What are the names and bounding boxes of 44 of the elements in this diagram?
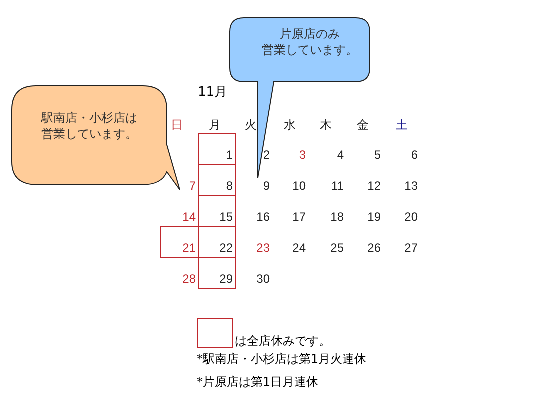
date-number: 17 [292, 210, 306, 224]
date-number: 7 [188, 179, 196, 193]
date-number: 28 [182, 272, 196, 286]
date-number: 12 [366, 179, 381, 193]
weekday-header: 水 [283, 118, 297, 132]
callout-text: 片原店のみ営業しています。 [261, 26, 359, 58]
weekday-header: 月 [208, 118, 222, 132]
date-number: 29 [218, 272, 233, 286]
speech-bubble [12, 86, 182, 192]
date-number: 21 [182, 241, 196, 255]
date-number: 3 [298, 148, 306, 162]
weekday-header: 木 [319, 118, 333, 132]
weekday-header: 金 [356, 118, 370, 132]
date-number: 1 [225, 148, 233, 162]
weekday-header: 土 [395, 118, 409, 132]
note-text: *片原店は第1日月連休 [197, 375, 319, 389]
date-number: 24 [292, 241, 306, 255]
callout-text: 駅南店・小杉店は営業しています。 [40, 110, 138, 142]
date-number: 5 [373, 148, 381, 162]
date-number: 13 [404, 179, 418, 193]
date-number: 8 [225, 179, 233, 193]
legend-text: は全店休みです。 [235, 334, 331, 348]
date-number: 4 [336, 148, 344, 162]
date-number: 9 [262, 179, 270, 193]
weekday-header: 火 [244, 118, 258, 132]
date-number: 30 [256, 272, 270, 286]
date-number: 23 [256, 241, 270, 255]
date-number: 11 [330, 179, 344, 193]
date-number: 18 [330, 210, 344, 224]
date-number: 26 [366, 241, 381, 255]
date-number: 6 [410, 148, 418, 162]
note-text: *駅南店・小杉店は第1月火連休 [197, 352, 367, 366]
date-number: 25 [330, 241, 344, 255]
date-number: 2 [262, 148, 270, 162]
date-number: 27 [404, 241, 418, 255]
date-number: 15 [218, 210, 233, 224]
date-number: 14 [182, 210, 196, 224]
date-number: 16 [256, 210, 270, 224]
weekday-header: 日 [170, 118, 184, 132]
date-number: 20 [404, 210, 418, 224]
month-heading: 11月 [198, 86, 228, 100]
date-number: 19 [366, 210, 381, 224]
date-number: 10 [292, 179, 306, 193]
date-number: 22 [218, 241, 233, 255]
